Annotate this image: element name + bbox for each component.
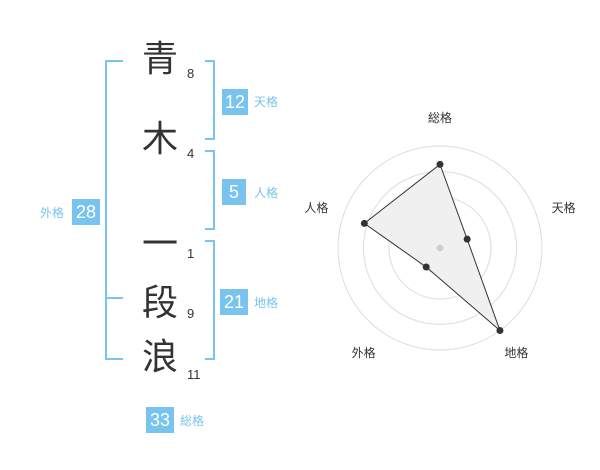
radar-area <box>363 163 502 333</box>
chikaku-value: 21 <box>220 289 248 315</box>
jinkaku-value: 5 <box>222 179 246 205</box>
gaikaku-value: 28 <box>72 199 100 225</box>
radar-ring-4 <box>337 145 543 351</box>
radar-axis-label-4: 外格 <box>352 345 376 360</box>
radar-center-dot <box>436 244 444 252</box>
stroke-count-3: 1 <box>187 246 195 261</box>
name-char-4: 段 <box>141 283 178 324</box>
radar-axis-label-3: 地格 <box>504 345 528 360</box>
name-char-1: 青 <box>141 39 178 80</box>
stroke-count-5: 11 <box>187 367 201 382</box>
radar-ring-3 <box>363 171 517 325</box>
stroke-count-1: 8 <box>187 66 195 81</box>
radar-point-3 <box>496 327 504 335</box>
name-char-5: 浪 <box>141 337 178 378</box>
radar-point-1 <box>436 160 444 168</box>
jinkaku-label: 人格 <box>254 186 279 200</box>
gaikaku-label: 外格 <box>40 206 65 220</box>
radar-point-4 <box>422 263 430 271</box>
name-char-3: 一 <box>141 224 178 265</box>
gaikaku-bracket <box>105 60 123 360</box>
radar-axis-label-2: 天格 <box>552 200 576 215</box>
stroke-count-2: 4 <box>187 146 195 161</box>
radar-point-5 <box>360 219 368 227</box>
tenkaku-bracket <box>205 60 215 140</box>
stroke-count-4: 9 <box>187 306 195 321</box>
soukaku-value: 33 <box>146 407 174 433</box>
radar-point-2 <box>463 235 471 243</box>
name-char-2: 木 <box>141 119 178 160</box>
radar-axis-label-5: 人格 <box>304 200 328 215</box>
tenkaku-label: 天格 <box>254 95 279 109</box>
radar-ring-1 <box>414 222 466 274</box>
radar-axis-label-1: 総格 <box>428 110 452 125</box>
radar-ring-2 <box>388 196 492 300</box>
soukaku-label: 総格 <box>180 414 205 428</box>
gaikaku-bracket-tick <box>105 297 123 299</box>
chikaku-label: 地格 <box>254 296 279 310</box>
tenkaku-value: 12 <box>222 89 248 115</box>
chikaku-bracket <box>205 240 215 360</box>
jinkaku-bracket <box>205 150 215 230</box>
